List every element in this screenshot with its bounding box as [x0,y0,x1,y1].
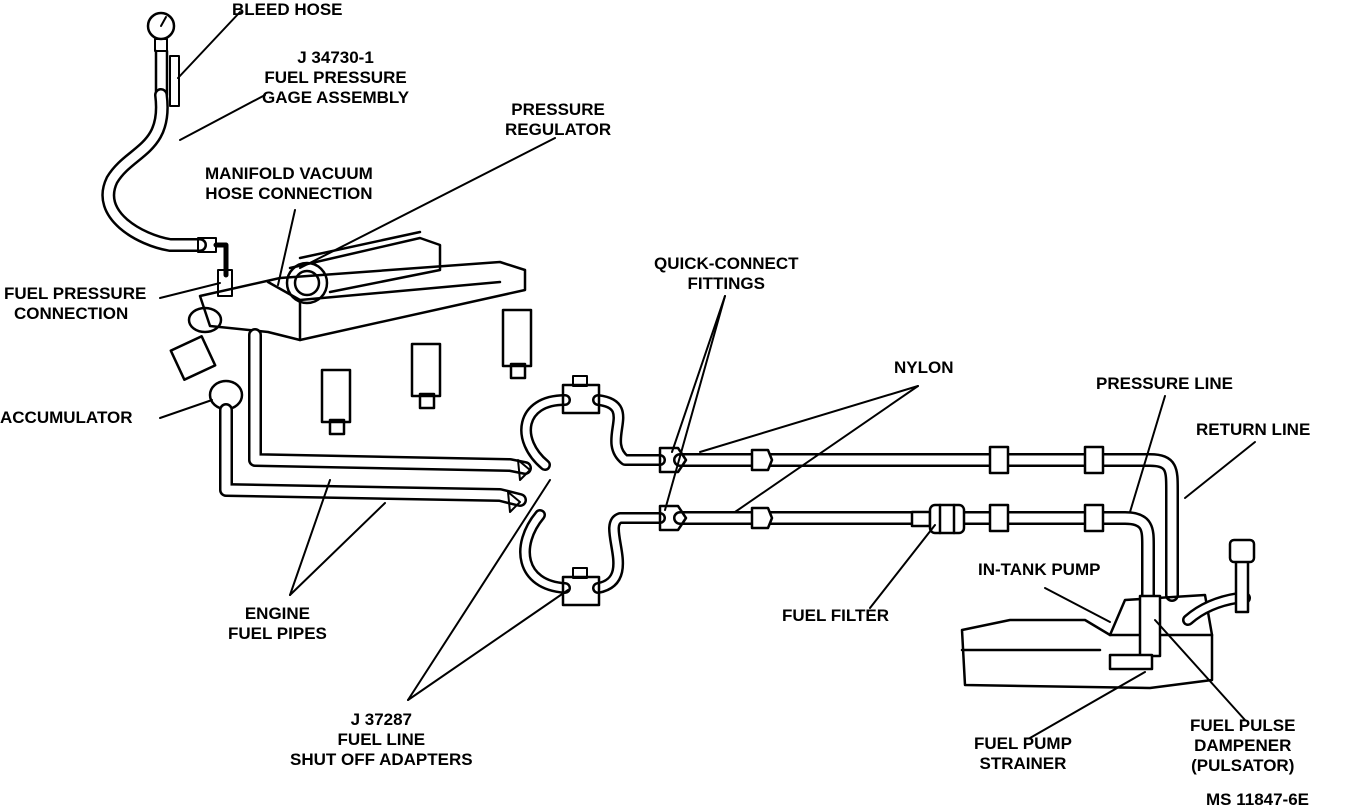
label-in-tank-pump: IN-TANK PUMP [978,560,1101,579]
label-engine-fuel-pipes: ENGINE FUEL PIPES [228,604,327,643]
label-pressure-regulator: PRESSURE REGULATOR [505,100,612,139]
shut-off-adapters [519,375,666,607]
label-bleed-hose: BLEED HOSE [232,0,343,19]
gage-hose [101,88,233,297]
label-fuel-pressure-connection: FUEL PRESSURE CONNECTION [4,284,147,323]
fuel-tank [960,538,1256,690]
label-shut-off-adapters: J 37287 FUEL LINE SHUT OFF ADAPTERS [290,710,473,769]
fuel-rail-assembly [169,230,533,436]
label-fuel-filter: FUEL FILTER [782,606,890,625]
fuel-filter [910,503,966,535]
nylon-fuel-lines [673,453,1179,607]
label-pressure-line: PRESSURE LINE [1096,374,1233,393]
label-accumulator: ACCUMULATOR [0,408,133,427]
label-fuel-pulse-dampener: FUEL PULSE DAMPENER (PULSATOR) [1190,716,1296,775]
engine-fuel-pipes [219,328,532,513]
figure-id: MS 11847-6E [1206,790,1310,809]
leader-lines [159,11,1256,739]
label-quick-connect: QUICK-CONNECT FITTINGS [654,254,799,293]
quick-connect-fittings [658,445,1105,533]
label-fuel-pump-strainer: FUEL PUMP STRAINER [974,734,1072,773]
label-manifold-vacuum: MANIFOLD VACUUM HOSE CONNECTION [205,164,373,203]
label-gage-assembly: J 34730-1 FUEL PRESSURE GAGE ASSEMBLY [262,48,410,107]
label-return-line: RETURN LINE [1196,420,1311,439]
label-nylon: NYLON [894,358,954,377]
pressure-gauge [146,11,180,107]
